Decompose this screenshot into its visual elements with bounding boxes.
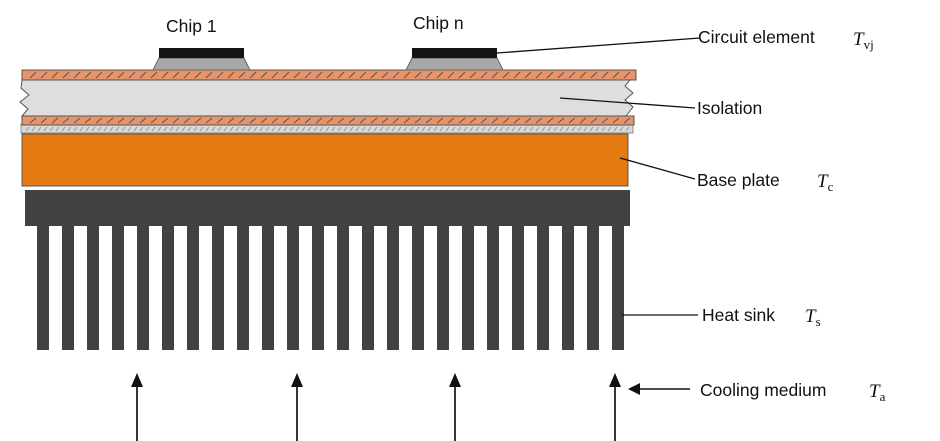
cooling-arrow <box>131 373 143 441</box>
heat-sink-fin <box>412 224 424 350</box>
symbol-tvj: Tvj <box>853 29 874 52</box>
top-copper-layer <box>21 69 637 81</box>
heat-sink-fin <box>187 224 199 350</box>
heat-sink-fin <box>612 224 624 350</box>
symbol-ta: Ta <box>869 381 886 404</box>
cooling-arrow <box>609 373 621 441</box>
bottom-copper-layer <box>20 115 635 134</box>
chip-n-label: Chip n <box>413 13 464 33</box>
heat-sink-fin <box>62 224 74 350</box>
chip-n <box>405 48 504 71</box>
heat-sink-fin <box>487 224 499 350</box>
leader-circuit <box>496 37 701 54</box>
heat-sink-label: Heat sink <box>702 305 775 325</box>
heat-sink-fin <box>362 224 374 350</box>
heat-sink-fin <box>462 224 474 350</box>
cooling-pointer <box>628 383 690 395</box>
heat-sink-fin <box>537 224 549 350</box>
heat-sink-fin <box>162 224 174 350</box>
circuit-element-label: Circuit element <box>698 27 815 47</box>
heat-sink <box>25 190 630 350</box>
leader-isolation <box>559 97 696 109</box>
heat-sink-fin <box>587 224 599 350</box>
heat-sink-fin <box>212 224 224 350</box>
chip-n-die <box>412 48 497 58</box>
cooling-arrow <box>449 373 461 441</box>
heat-sink-fin <box>237 224 249 350</box>
heat-sink-fin <box>112 224 124 350</box>
chip-1-label: Chip 1 <box>166 16 217 36</box>
heat-sink-fin <box>137 224 149 350</box>
leader-lines <box>496 37 701 316</box>
chip-1-die <box>159 48 244 58</box>
heat-sink-fin <box>312 224 324 350</box>
leader-base <box>619 157 696 180</box>
base-plate <box>21 133 629 187</box>
heat-sink-fin <box>337 224 349 350</box>
heat-sink-fin <box>512 224 524 350</box>
isolation-layer <box>19 79 634 117</box>
isolation-label: Isolation <box>697 98 762 118</box>
symbol-tc: Tc <box>817 171 834 194</box>
symbol-ts: Ts <box>805 306 821 329</box>
heat-sink-fin <box>437 224 449 350</box>
cooling-arrow <box>291 373 303 441</box>
heat-sink-fin <box>87 224 99 350</box>
chip-1 <box>152 48 251 71</box>
heat-sink-fin <box>387 224 399 350</box>
cooling-arrows <box>131 373 621 441</box>
chip-1-solder <box>152 57 251 71</box>
heat-sink-fin <box>37 224 49 350</box>
heat-sink-fin <box>287 224 299 350</box>
cooling-medium-label: Cooling medium <box>700 380 826 400</box>
base-plate-label: Base plate <box>697 170 780 190</box>
chip-n-solder <box>405 57 504 71</box>
heat-sink-fin <box>562 224 574 350</box>
heat-sink-fin <box>262 224 274 350</box>
heat-sink-base <box>25 190 630 226</box>
